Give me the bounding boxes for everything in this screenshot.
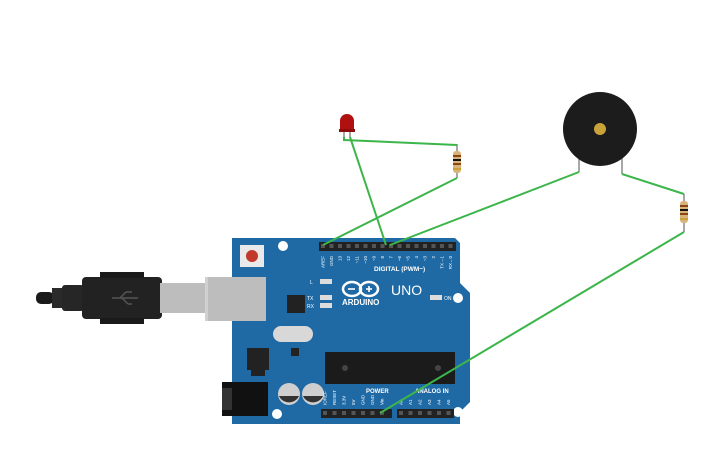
power-header-label: POWER <box>366 389 389 395</box>
power-pin-label: GND <box>370 394 375 405</box>
digital-pin[interactable] <box>380 244 385 248</box>
analog-pin[interactable] <box>408 411 413 415</box>
power-pin[interactable] <box>342 411 346 415</box>
power-pin-label: GND <box>361 394 366 405</box>
mount-hole <box>453 293 463 303</box>
analog-pin[interactable] <box>399 411 403 415</box>
digital-pin-label: 12 <box>346 256 351 262</box>
digital-pin[interactable] <box>414 244 419 248</box>
usb-port <box>208 277 266 321</box>
red-led[interactable] <box>339 114 355 138</box>
digital-pin-label: 2 <box>431 256 436 259</box>
digital-pin-label: ~9 <box>372 256 377 262</box>
brand-label: ARDUINO <box>342 298 379 307</box>
wire-resistor-to-ground-power[interactable] <box>379 231 685 414</box>
led-resistor[interactable] <box>453 144 461 178</box>
digital-pin[interactable] <box>397 244 402 248</box>
digital-pin-label: 13 <box>338 256 343 262</box>
analog-pin-label: A3 <box>427 399 432 405</box>
digital-pin[interactable] <box>423 244 427 248</box>
arduino-logo-icon <box>341 280 380 298</box>
led-l-indicator <box>320 279 332 284</box>
led-tx-indicator <box>320 295 332 300</box>
analog-pin[interactable] <box>446 411 451 415</box>
analog-pin-label: A0 <box>399 399 404 405</box>
power-pin[interactable] <box>380 411 384 415</box>
analog-header[interactable] <box>397 409 454 418</box>
digital-pin-label: 8 <box>380 256 385 259</box>
power-pin-label: IOREF <box>323 391 328 405</box>
digital-pin-label: ~10 <box>363 256 368 264</box>
digital-pin[interactable] <box>372 244 376 248</box>
digital-pin[interactable] <box>363 244 368 248</box>
digital-pin-label: ~3 <box>423 256 428 262</box>
analog-pin[interactable] <box>437 411 441 415</box>
power-pin[interactable] <box>351 411 356 415</box>
analog-header-label: ANALOG IN <box>415 389 449 395</box>
power-pin-label: 3.3V <box>342 396 347 405</box>
digital-header[interactable] <box>319 242 456 251</box>
power-pin[interactable] <box>332 411 337 415</box>
model-label: UNO <box>391 282 422 298</box>
buzzer-resistor[interactable] <box>680 194 688 232</box>
wire-resistor-to-gnd[interactable] <box>322 177 458 246</box>
led-rx-indicator <box>320 303 332 308</box>
wire-led-to-resistor[interactable] <box>343 137 458 146</box>
digital-pin-label: ~11 <box>355 256 360 264</box>
digital-pin[interactable] <box>448 244 453 248</box>
digital-pin[interactable] <box>338 244 342 248</box>
digital-pin-label: TX→1 <box>440 256 445 269</box>
digital-pin[interactable] <box>321 244 325 248</box>
power-header[interactable] <box>321 409 392 418</box>
digital-pin[interactable] <box>329 244 334 248</box>
digital-pin-label: AREF <box>321 256 326 268</box>
wire-led-to-pin7[interactable] <box>349 136 387 246</box>
piezo-buzzer[interactable] <box>563 92 637 174</box>
on-label: ON <box>444 296 452 302</box>
wire-buzzer-to-resistor[interactable] <box>621 173 685 195</box>
digital-pin[interactable] <box>431 244 436 248</box>
led-tx-label: TX <box>307 296 314 302</box>
led-rx-label: RX <box>307 304 315 310</box>
analog-pin[interactable] <box>427 411 432 415</box>
digital-pin-label: 7 <box>389 256 394 259</box>
digital-pin-label: ~5 <box>406 256 411 262</box>
digital-pin[interactable] <box>406 244 410 248</box>
power-pin[interactable] <box>361 411 365 415</box>
mount-hole <box>278 241 288 251</box>
digital-pin-label: 4 <box>414 256 419 259</box>
usb-symbol-icon <box>112 291 138 305</box>
power-pin-label: RESET <box>332 390 337 405</box>
digital-pin[interactable] <box>346 244 351 248</box>
power-pin[interactable] <box>370 411 375 415</box>
analog-pin[interactable] <box>418 411 422 415</box>
led-l-label: L <box>310 280 313 286</box>
digital-pin[interactable] <box>355 244 359 248</box>
digital-pin[interactable] <box>440 244 444 248</box>
digital-header-label: DIGITAL (PWM~) <box>374 266 425 273</box>
digital-pin-label: ~6 <box>397 256 402 262</box>
power-pin[interactable] <box>323 411 327 415</box>
power-pin-label: 5V <box>351 399 356 405</box>
wire-buzzer-to-pin6[interactable] <box>389 171 580 246</box>
digital-pin[interactable] <box>389 244 393 248</box>
analog-pin-label: A4 <box>437 399 442 405</box>
mount-hole <box>272 409 282 419</box>
power-pin-label: Vin <box>380 398 385 405</box>
digital-pin-label: GND <box>329 255 334 266</box>
analog-pin-label: A5 <box>446 399 451 405</box>
analog-pin-label: A2 <box>418 399 423 405</box>
arduino-uno-board[interactable]: L TX RX ON ARDUINO UNO DIGITAL (PWM~) PO… <box>208 238 470 424</box>
voltage-regulator <box>247 348 269 370</box>
crystal <box>273 326 313 342</box>
on-indicator <box>430 295 442 300</box>
usb-chip <box>287 295 305 313</box>
mount-hole <box>453 407 463 417</box>
analog-pin-label: A1 <box>408 399 413 405</box>
digital-pin-label: RX←0 <box>448 256 453 270</box>
